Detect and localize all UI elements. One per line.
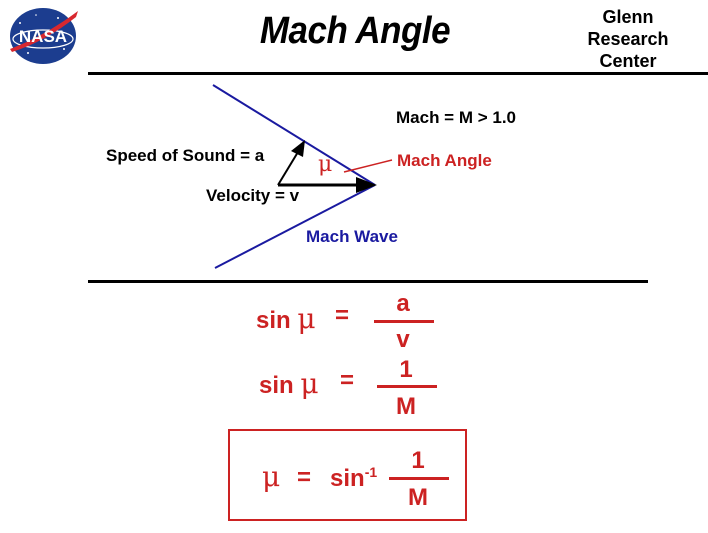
- svg-text:NASA: NASA: [19, 27, 67, 46]
- center-line-3: Center: [599, 51, 657, 71]
- eq1-mu: μ: [297, 302, 316, 335]
- velocity-arrowhead: [356, 177, 377, 193]
- eq3-fraction-bar: [389, 477, 449, 480]
- center-line-1: Glenn: [602, 7, 654, 27]
- mach-angle-label: Mach Angle: [397, 151, 492, 170]
- eq1-lhs: sin μ: [256, 302, 316, 335]
- mach-condition-label: Mach = M > 1.0: [396, 108, 516, 127]
- eq2-denominator: M: [396, 393, 416, 420]
- eq3-inverse-exponent: -1: [364, 464, 378, 480]
- eq1-denominator: v: [396, 326, 410, 353]
- middle-divider: [88, 280, 648, 283]
- result-equation-box: [228, 429, 467, 521]
- eq2-sin: sin: [259, 372, 294, 399]
- eq3-mu: μ: [262, 460, 281, 493]
- nasa-logo: NASA: [10, 8, 78, 64]
- eq1-sin: sin: [256, 307, 291, 334]
- eq1-fraction-bar: [374, 320, 434, 323]
- sound-speed-arrowhead: [291, 140, 305, 157]
- eq1-numerator: a: [396, 290, 410, 317]
- mach-wave-label: Mach Wave: [306, 227, 398, 246]
- eq2-equals: =: [340, 367, 355, 394]
- eq2-fraction-bar: [377, 385, 437, 388]
- center-line-2: Research: [587, 29, 669, 49]
- eq1-equals: =: [335, 302, 350, 329]
- eq2-numerator: 1: [399, 356, 413, 383]
- sound-speed-vector: [277, 151, 299, 186]
- eq3-sin: sin: [330, 465, 365, 492]
- eq2-lhs: sin μ: [259, 367, 319, 400]
- mach-angle-pointer: [343, 159, 393, 173]
- eq3-numerator: 1: [411, 447, 425, 474]
- glenn-research-center-label: Glenn Research Center: [580, 6, 676, 72]
- eq2-mu: μ: [300, 367, 319, 400]
- upper-mach-wave-line: [212, 84, 376, 186]
- eq3-denominator: M: [408, 484, 428, 511]
- eq3-equals: =: [297, 464, 312, 491]
- mu-angle-symbol: μ: [318, 152, 333, 177]
- top-divider: [88, 72, 708, 75]
- page-title: Mach Angle: [259, 10, 451, 52]
- eq3-arcsin: sin-1: [330, 464, 377, 493]
- velocity-label: Velocity = v: [206, 186, 300, 205]
- speed-of-sound-label: Speed of Sound = a: [106, 146, 265, 165]
- lower-mach-wave-line: [214, 184, 376, 269]
